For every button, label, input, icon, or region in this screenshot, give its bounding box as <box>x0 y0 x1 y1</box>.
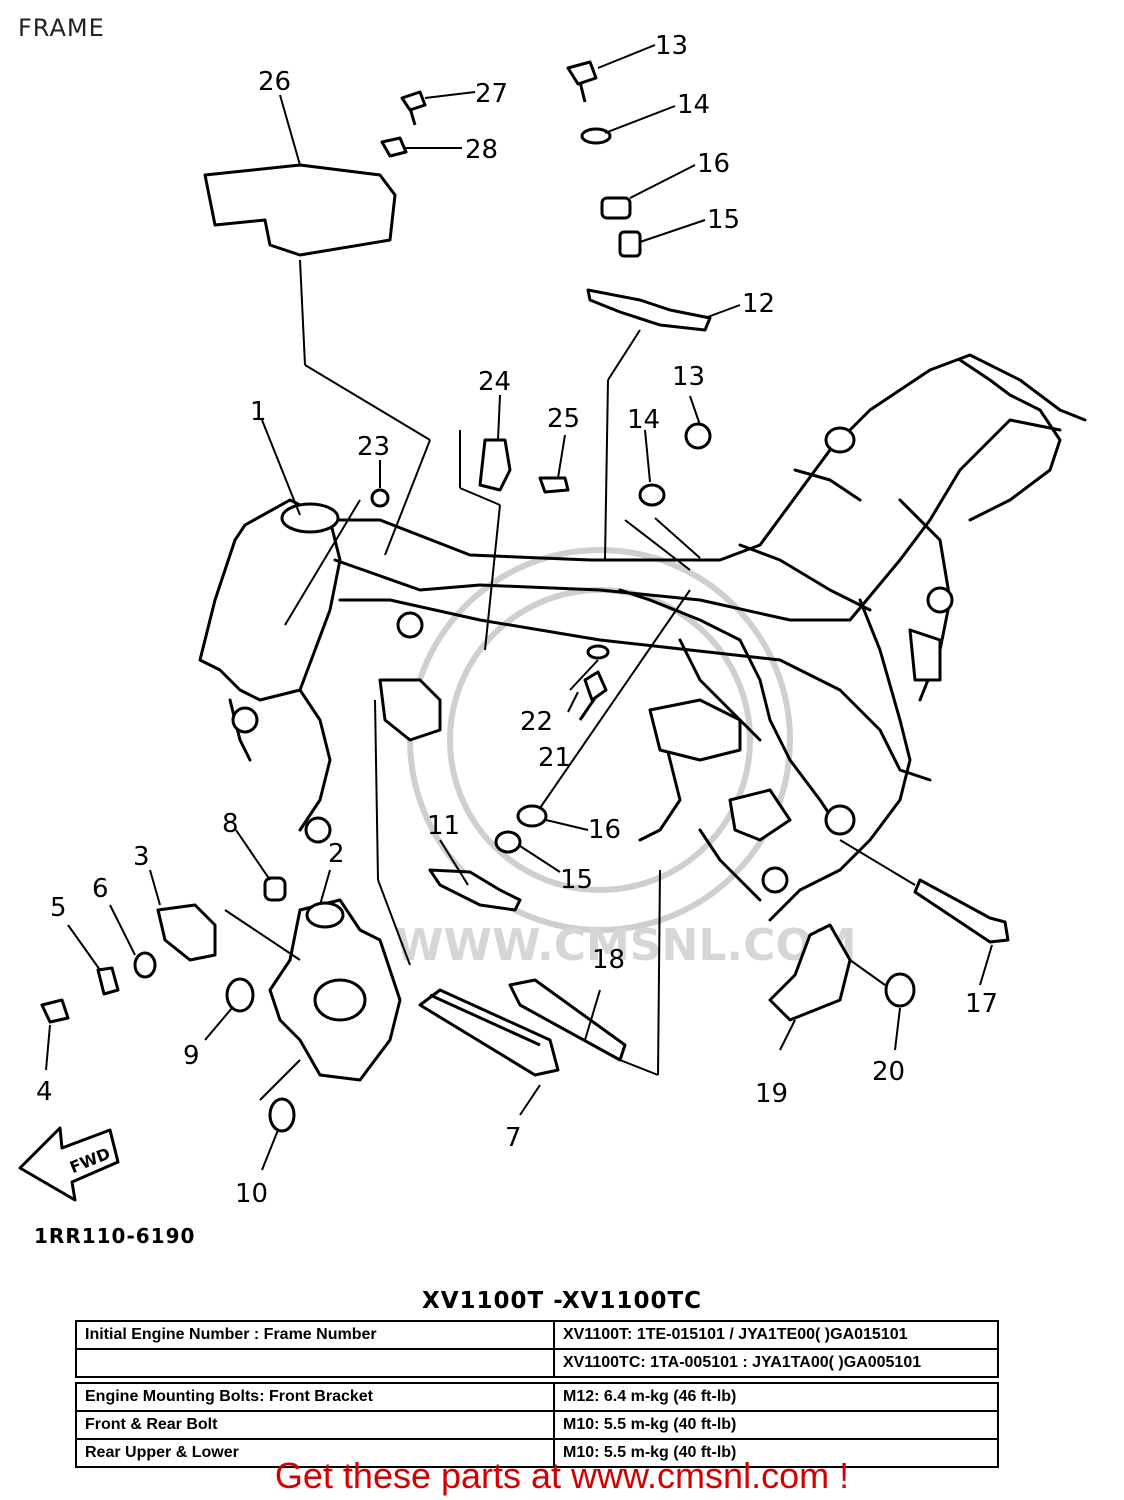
part-24-clamp <box>478 438 512 492</box>
callout-2: 2 <box>328 839 345 869</box>
part-14-washer-top <box>580 127 612 145</box>
callout-8: 8 <box>222 809 239 839</box>
part-15-collar-top <box>618 230 642 258</box>
table-cell-label: Front & Rear Bolt <box>75 1410 555 1440</box>
callout-14: 14 <box>627 405 660 435</box>
callout-5: 5 <box>50 893 67 923</box>
spec-table-torque: Engine Mounting Bolts: Front Bracket M12… <box>75 1382 999 1468</box>
callout-10: 10 <box>235 1179 268 1209</box>
callout-22: 22 <box>520 707 553 737</box>
callout-25: 25 <box>547 404 580 434</box>
callout-labels: 26 27 28 13 14 16 15 12 13 14 24 25 23 1… <box>36 31 998 1209</box>
part-23-grommet <box>370 488 390 508</box>
part-28-nut <box>380 136 408 158</box>
callout-26: 26 <box>258 67 291 97</box>
watermark: WWW.CMSNL.COM <box>395 547 857 971</box>
part-14-washer-mid <box>638 483 666 507</box>
page-title: FRAME <box>18 14 105 42</box>
callout-13: 13 <box>672 362 705 392</box>
part-5-nut <box>96 966 120 996</box>
part-26-cover <box>203 163 397 257</box>
leader-lines <box>45 44 993 1171</box>
callout-20: 20 <box>872 1057 905 1087</box>
table-cell-label: Initial Engine Number : Frame Number <box>75 1320 555 1350</box>
watermark-text: WWW.CMSNL.COM <box>395 920 857 971</box>
part-18-bolt <box>508 978 627 1062</box>
callout-3: 3 <box>133 842 150 872</box>
callout-15: 15 <box>560 865 593 895</box>
part-15-collar-mid <box>494 830 522 854</box>
part-13-bolt-top <box>566 60 598 103</box>
callout-19: 19 <box>755 1079 788 1109</box>
callout-13: 13 <box>655 31 688 61</box>
callout-7: 7 <box>505 1123 522 1153</box>
promo-banner-link[interactable]: Get these parts at www.cmsnl.com ! <box>274 1455 850 1496</box>
callout-11: 11 <box>427 811 460 841</box>
table-cell-label <box>75 1348 555 1378</box>
table-row: Engine Mounting Bolts: Front Bracket M12… <box>75 1382 999 1412</box>
main-frame <box>198 353 1087 922</box>
part-19-bracket <box>768 923 852 1022</box>
table-cell-label: Rear Upper & Lower <box>75 1438 555 1468</box>
fwd-arrow-icon: FWD <box>18 1126 120 1202</box>
callout-14: 14 <box>677 90 710 120</box>
part-8-nut <box>263 876 287 902</box>
callout-12: 12 <box>742 289 775 319</box>
table-row: Initial Engine Number : Frame Number XV1… <box>75 1320 999 1350</box>
part-13-bolt-mid <box>684 422 712 450</box>
table-cell-label: Engine Mounting Bolts: Front Bracket <box>75 1382 555 1412</box>
part-25-bolt <box>538 476 570 494</box>
table-cell-value: M10: 5.5 m-kg (40 ft-lb) <box>553 1438 999 1468</box>
callout-24: 24 <box>478 367 511 397</box>
callout-1: 1 <box>250 397 267 427</box>
callout-9: 9 <box>183 1041 200 1071</box>
part-21-bolt <box>578 670 608 721</box>
parts-diagram: WWW.CMSNL.COM <box>18 31 1087 1209</box>
part-7-bolt <box>418 988 560 1077</box>
table-row: Front & Rear Bolt M10: 5.5 m-kg (40 ft-l… <box>75 1410 999 1440</box>
part-3-bracket <box>156 903 217 962</box>
table-cell-value: M10: 5.5 m-kg (40 ft-lb) <box>553 1410 999 1440</box>
part-12-bracket <box>586 288 712 332</box>
callout-21: 21 <box>538 743 571 773</box>
table-cell-value: XV1100TC: 1TA-005101 : JYA1TA00( )GA0051… <box>553 1348 999 1378</box>
table-cell-value: XV1100T: 1TE-015101 / JYA1TE00( )GA01510… <box>553 1320 999 1350</box>
part-27-bolt <box>400 90 427 126</box>
part-9-nut <box>225 977 255 1013</box>
part-16-damper-top <box>600 196 632 220</box>
callout-15: 15 <box>707 205 740 235</box>
part-4-bolt <box>40 998 70 1024</box>
drawing-code: 1RR110-6190 <box>34 1224 196 1248</box>
part-16-damper-mid <box>516 804 548 828</box>
callout-4: 4 <box>36 1077 53 1107</box>
table-row: Rear Upper & Lower M10: 5.5 m-kg (40 ft-… <box>75 1438 999 1468</box>
callout-18: 18 <box>592 945 625 975</box>
model-title: XV1100T -XV1100TC <box>421 1288 703 1314</box>
callout-16: 16 <box>697 149 730 179</box>
part-20-nut <box>884 972 916 1008</box>
callout-23: 23 <box>357 432 390 462</box>
table-cell-value: M12: 6.4 m-kg (46 ft-lb) <box>553 1382 999 1412</box>
part-17-bolt <box>913 878 1010 944</box>
part-11-bracket <box>428 868 522 912</box>
table-row: XV1100TC: 1TA-005101 : JYA1TA00( )GA0051… <box>75 1348 999 1378</box>
callout-16: 16 <box>588 815 621 845</box>
spec-table-identification: Initial Engine Number : Frame Number XV1… <box>75 1320 999 1378</box>
callout-6: 6 <box>92 874 109 904</box>
callout-17: 17 <box>965 989 998 1019</box>
part-6-washer <box>133 951 157 979</box>
callout-27: 27 <box>475 79 508 109</box>
part-10-nut <box>268 1097 296 1133</box>
part-22-washer <box>586 644 610 660</box>
callout-28: 28 <box>465 135 498 165</box>
